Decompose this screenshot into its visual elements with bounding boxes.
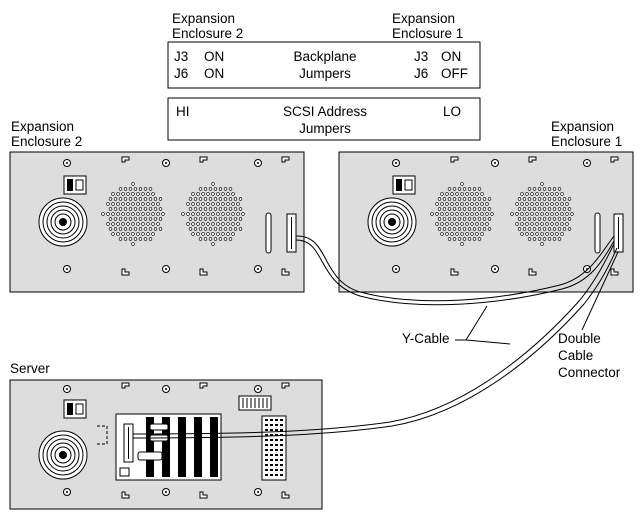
scsi-hi-label: HI	[176, 104, 190, 119]
enclosure1-label-line2: Enclosure 1	[551, 134, 622, 149]
enc2-j3-label: J3	[174, 49, 188, 64]
vent-holes	[430, 182, 494, 246]
scsi-connector-slot	[594, 212, 601, 254]
expansion-enclosure-1	[338, 151, 634, 293]
enc1-j6-value: OFF	[441, 66, 468, 81]
fan-icon	[38, 430, 88, 480]
table-header-enclosure1-line2: Enclosure 1	[392, 26, 463, 41]
latch-icon	[450, 156, 619, 276]
fan-icon	[367, 197, 417, 247]
screw-icon	[63, 385, 262, 496]
double-connector-callout-line3: Connector	[558, 365, 621, 380]
cable-enclosure-link	[295, 235, 615, 302]
double-cable-connector	[613, 213, 624, 253]
double-connector-callout-line1: Double	[558, 331, 601, 346]
ventilation-slots	[238, 395, 272, 411]
expansion-slots	[146, 417, 218, 477]
server	[9, 379, 323, 510]
scsi-title-line1: SCSI Address	[283, 104, 367, 119]
power-inlet-icon	[392, 175, 416, 195]
table-header-enclosure1-line1: Expansion	[392, 11, 455, 26]
double-connector-callout-line2: Cable	[558, 348, 593, 363]
scsi-address-jumpers-box	[167, 97, 481, 141]
table-header-enclosure2-line2: Enclosure 2	[172, 26, 243, 41]
y-cable-callout: Y-Cable	[402, 331, 450, 346]
cover-plate	[97, 425, 108, 445]
scsi-connector-icon	[286, 213, 297, 253]
enc1-j3-value: ON	[441, 49, 461, 64]
grid-holes	[265, 419, 283, 476]
scsi-connector-icon	[123, 423, 134, 463]
latch-icon	[121, 382, 290, 499]
enclosure1-label-line1: Expansion	[551, 119, 614, 134]
cable-enclosure-link	[295, 239, 615, 306]
latch-icon	[121, 156, 290, 276]
backplane-title-line1: Backplane	[293, 49, 356, 64]
table-header-enclosure2-line1: Expansion	[172, 11, 235, 26]
enclosure2-label-line2: Enclosure 2	[11, 134, 82, 149]
enclosure2-label-line1: Expansion	[11, 119, 74, 134]
enc1-j6-label: J6	[414, 66, 428, 81]
screw-icon	[63, 159, 262, 273]
enc2-j6-value: ON	[204, 66, 224, 81]
backplane-title-line2: Jumpers	[299, 66, 351, 81]
fan-icon	[38, 197, 88, 247]
callout-leader	[581, 251, 619, 331]
backplane-jumpers-box	[167, 41, 481, 89]
scsi-connector-slot	[265, 212, 272, 254]
server-label: Server	[10, 361, 50, 376]
vent-holes	[510, 182, 574, 246]
scsi-title-line2: Jumpers	[299, 121, 351, 136]
jumper-table: Expansion Enclosure 2 Expansion Enclosur…	[167, 11, 481, 141]
y-cable	[132, 235, 618, 439]
ethernet-port-icon	[119, 467, 130, 477]
power-inlet-icon	[63, 399, 87, 419]
vent-holes	[181, 182, 245, 246]
vent-holes	[101, 182, 165, 246]
expansion-enclosure-2	[9, 151, 305, 293]
callout-leader	[465, 339, 511, 345]
callout-leader	[455, 305, 488, 341]
enc2-j3-value: ON	[204, 49, 224, 64]
power-inlet-icon	[63, 175, 87, 195]
cable-server-link	[132, 247, 618, 439]
scsi-lo-label: LO	[443, 104, 461, 119]
enc1-j3-label: J3	[414, 49, 428, 64]
enc2-j6-label: J6	[174, 66, 188, 81]
cable-server-link	[132, 243, 615, 435]
